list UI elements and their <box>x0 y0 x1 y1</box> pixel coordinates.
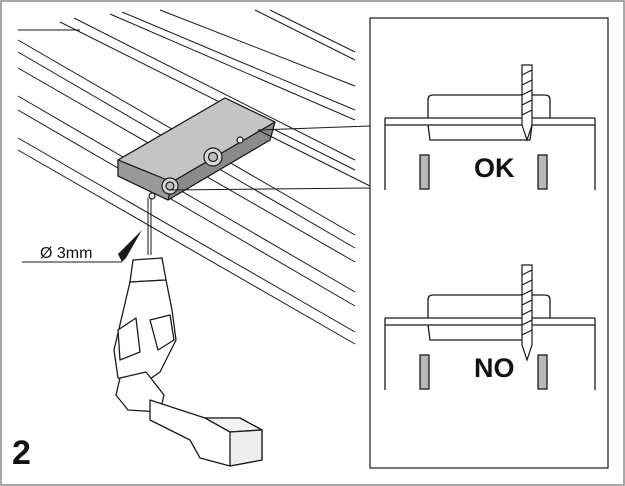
no-drill-bit-icon <box>521 264 533 362</box>
ok-label: OK <box>474 153 515 183</box>
arrow-icon <box>118 230 142 262</box>
step-number: 2 <box>12 434 31 472</box>
mounting-bracket <box>117 97 276 201</box>
callout-lines <box>171 125 371 191</box>
no-label: NO <box>474 353 515 383</box>
ok-drill-bit-icon <box>521 64 533 142</box>
detail-panel <box>369 17 609 469</box>
ok-detail <box>384 94 596 190</box>
drill-tool <box>113 257 263 467</box>
dimension-callout: Ø 3mm <box>22 230 142 263</box>
dimension-label: Ø 3mm <box>40 245 92 262</box>
ceiling-rails <box>17 9 356 345</box>
drill-bit <box>147 198 152 255</box>
